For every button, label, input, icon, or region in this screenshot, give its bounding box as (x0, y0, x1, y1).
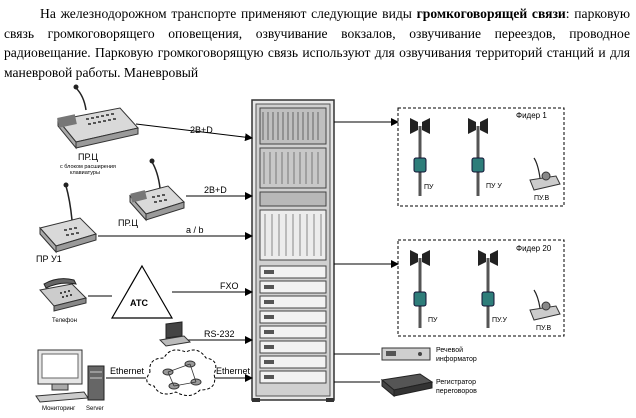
body-paragraph: На железнодорожном транспорте применяют … (4, 4, 630, 82)
feeder-1-puu-label: ПУ У (486, 183, 502, 190)
console-prc (129, 158, 185, 222)
server-label: Server (86, 406, 104, 412)
feeder-20-group (397, 239, 565, 337)
call-recorder-icon (380, 373, 434, 398)
feeder-20-title: Фидер 20 (516, 244, 552, 253)
console-prc-ext-note-1: с блоком расширения (60, 164, 116, 170)
console-pru1-label: ПР У1 (36, 254, 62, 264)
monitoring-label: Мониторинг (42, 406, 76, 412)
link-label-2bd-1: 2В+D (190, 125, 213, 135)
link-label-ethernet-1: Ethernet (110, 366, 145, 376)
feeder-1-group (397, 107, 565, 207)
phone-label: Телефон (52, 318, 77, 324)
feeder-20-puv-label: ПУ.В (536, 325, 551, 332)
speech-informer-icon (381, 347, 431, 361)
feeder-1-pu-label: ПУ (424, 184, 434, 191)
speech-informer-label-2: информатор (436, 356, 477, 363)
console-prc-label: ПР.Ц (118, 218, 138, 228)
link-label-ab: a / b (186, 225, 204, 235)
speech-informer-label-1: Речевой (436, 346, 463, 354)
link-label-2bd-2: 2В+D (204, 185, 227, 195)
feeder-1-puv-label: ПУ.В (534, 195, 549, 202)
console-prc-ext-note-2: клавиатуры (70, 170, 100, 176)
ats-exchange (110, 264, 174, 319)
server-icon (87, 365, 105, 401)
network-cloud (146, 349, 217, 396)
console-prc-extended (57, 84, 139, 150)
system-diagram: 2В+D 2В+D a / b FXO RS-232 Ethernet Ethe… (35, 84, 565, 412)
link-label-rs232: RS-232 (204, 329, 235, 339)
paragraph-text-2: : парковую связь громкоговорящего оповещ… (4, 6, 630, 80)
console-prc-ext-label: ПР.Ц (78, 152, 98, 162)
paragraph-bold-term: громкоговорящей связи (416, 6, 566, 21)
console-pru1 (39, 182, 97, 254)
phone-icon (39, 278, 87, 312)
feeder-20-pu-label: ПУ (428, 317, 438, 324)
link-label-fxo: FXO (220, 281, 239, 291)
link-label-ethernet-2: Ethernet (216, 366, 251, 376)
call-recorder-label-1: Регистратор (436, 379, 476, 386)
paragraph-text-1: На железнодорожном транспорте применяют … (40, 6, 417, 21)
feeder-20-puu-label: ПУ.У (492, 317, 507, 324)
ats-label: АТС (130, 298, 149, 308)
call-recorder-label-2: переговоров (436, 388, 477, 395)
monitoring-pc-icon (35, 349, 89, 403)
feeder-1-title: Фидер 1 (516, 111, 547, 120)
laptop-icon (158, 321, 192, 347)
equipment-rack (251, 99, 335, 402)
